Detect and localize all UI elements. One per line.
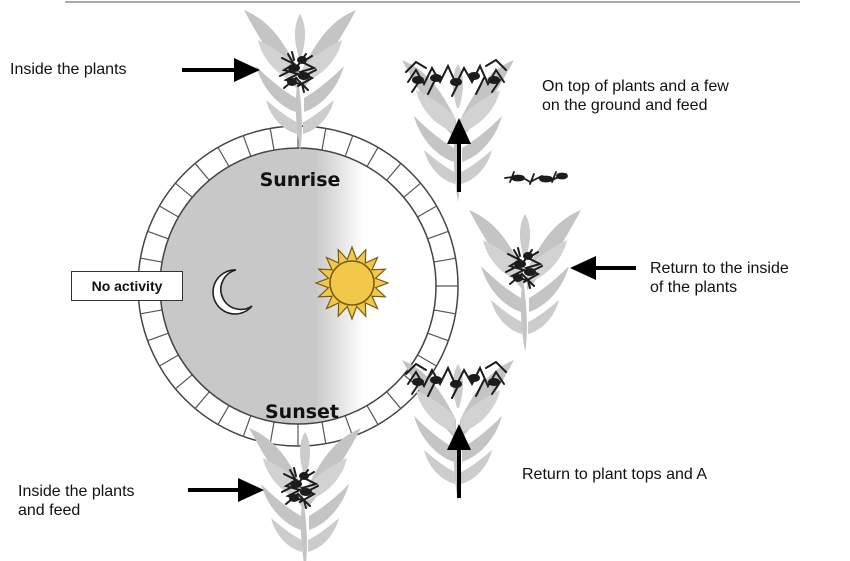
annotation-right: Return to the inside of the plants [650,259,789,297]
annotation-top-right: On top of plants and a few on the ground… [542,77,729,115]
arrow-icon [188,478,264,502]
sunrise-label: Sunrise [260,169,341,191]
no-activity-box: No activity [71,271,183,301]
arrow-icon [182,58,260,82]
arrow-icon [570,256,636,280]
annotation-top-left: Inside the plants [10,60,127,79]
sun-icon [316,247,388,319]
arrow-icon [447,424,471,498]
sunset-label: Sunset [265,401,339,423]
ground-insects-icon [505,172,567,184]
day-night-clock: Sunrise Sunset [138,126,458,446]
annotation-bottom-right: Return to plant tops and A [522,465,707,484]
annotation-bottom-left: Inside the plants and feed [18,482,135,520]
